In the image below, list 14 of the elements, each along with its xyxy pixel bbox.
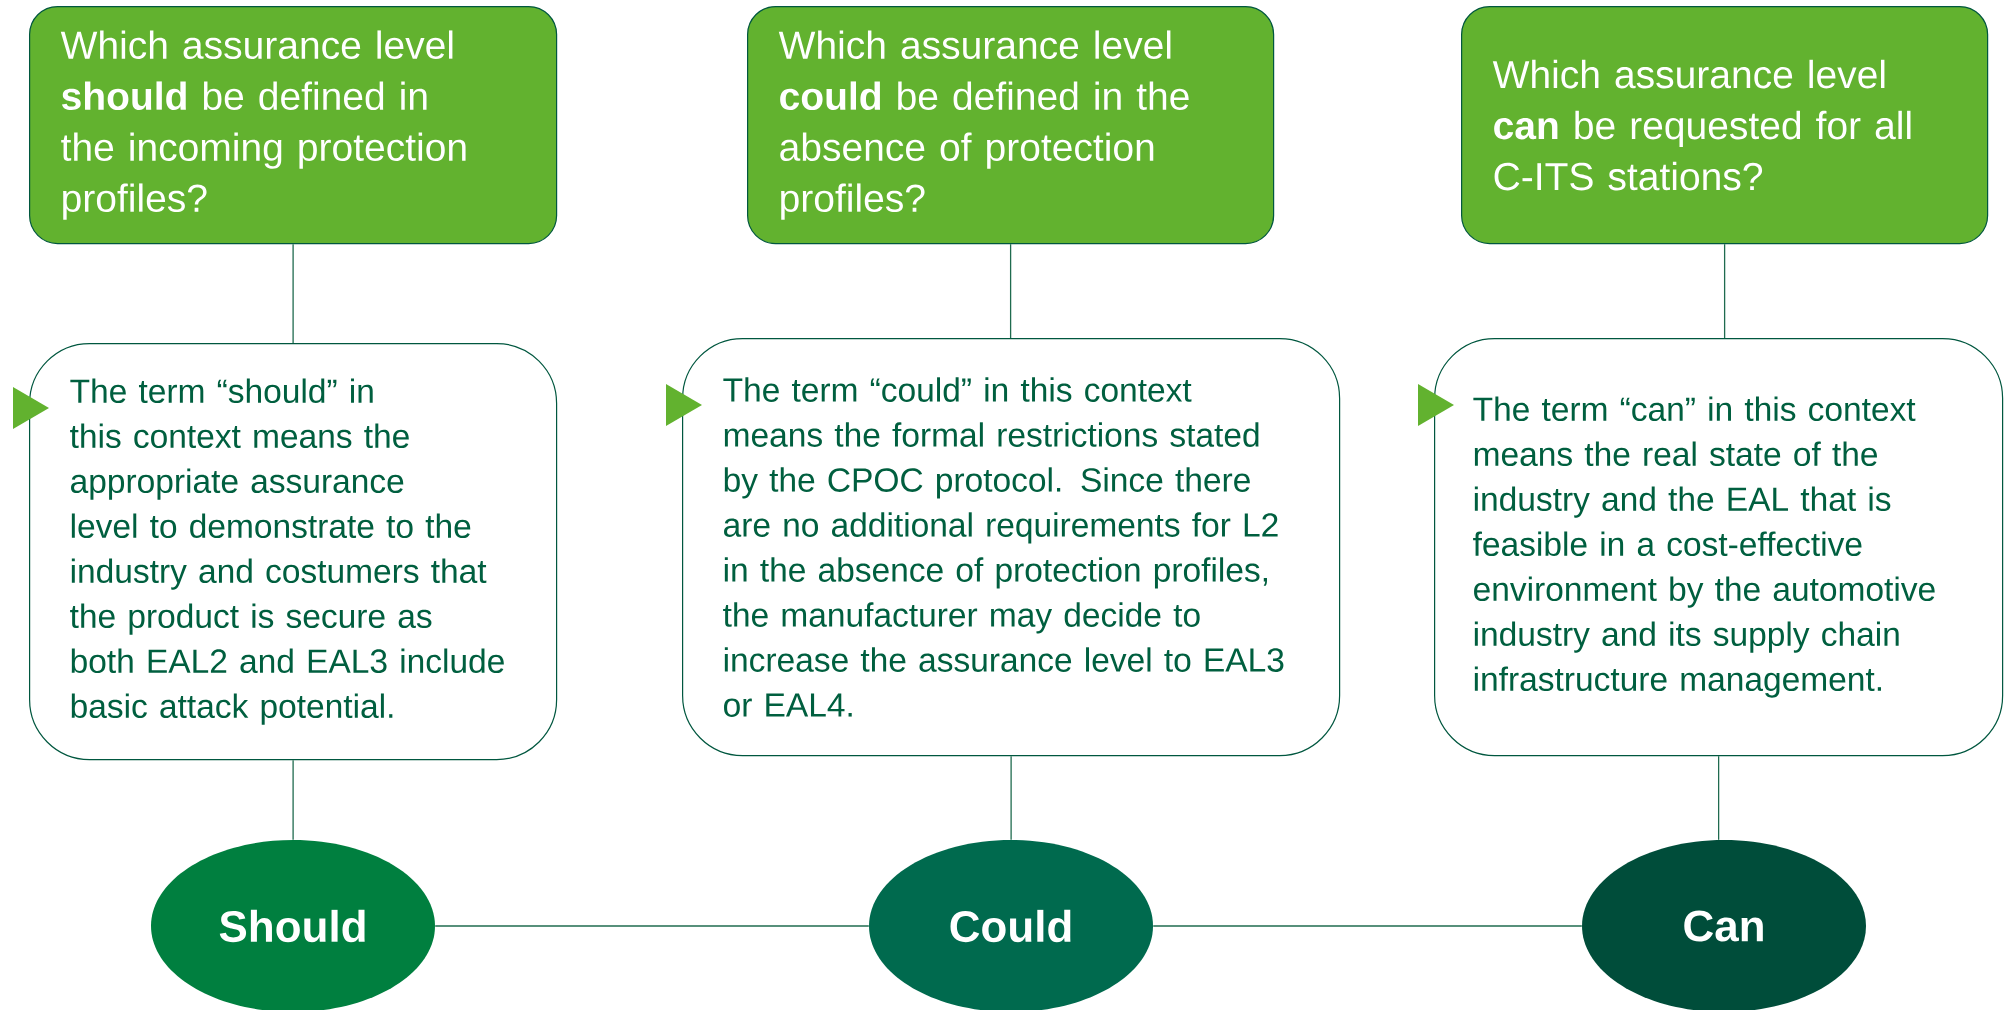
connector-line — [434, 925, 870, 927]
connector-line — [1009, 243, 1012, 339]
explanation-box: The term “should” in this context means the appropriate assurance level to demonstrate to the industry and costumers that the product is secure as both EAL2 and EAL3 include basic attack potential. — [29, 343, 558, 761]
connector-line — [1010, 755, 1012, 841]
connector-line — [292, 759, 294, 841]
connector-line — [1717, 755, 1720, 841]
question-box: Which assurance level can be requested for all C-ITS stations? — [1461, 6, 1989, 245]
connector-line — [1152, 925, 1583, 927]
connector-line — [292, 243, 294, 344]
explanation-box: The term “can” in this context means the real state of the industry and the EAL that is feasible in a cost-effective environment by the automotive industry and its supply chain infrastructure management. — [1434, 338, 2004, 757]
question-box: Which assurance level should be defined in the incoming protection profiles? — [29, 6, 558, 245]
connector-line — [1723, 243, 1726, 339]
question-box: Which assurance level could be defined in the absence of protection profiles? — [747, 6, 1275, 245]
explanation-box: The term “could” in this context means the formal restrictions stated by the CPOC protocol. Since there are no additional requirements for L2 in the absence of protection profiles, the manufacturer may decide to increase the assurance level to EAL3 or EAL4. — [682, 338, 1341, 757]
